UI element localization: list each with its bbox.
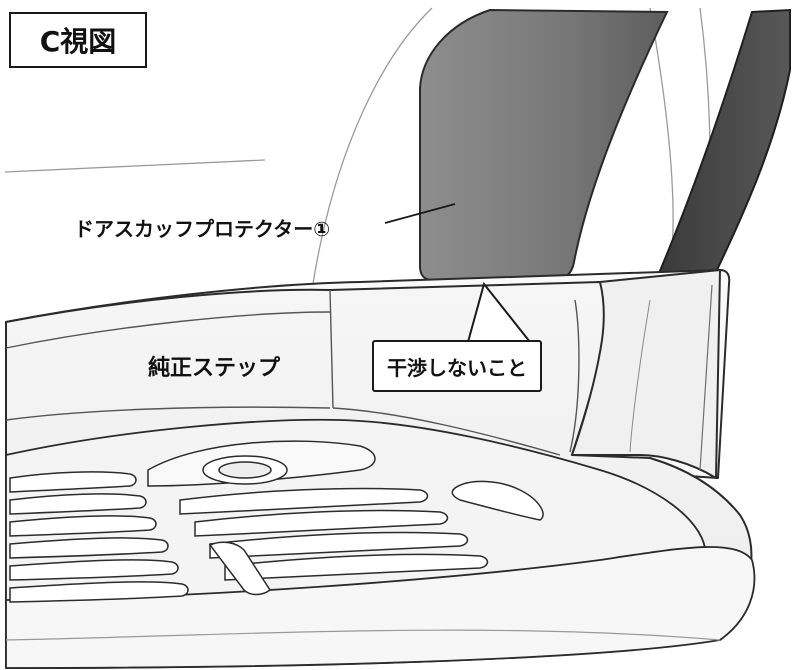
callout-text: 干渉しないこと xyxy=(387,355,527,380)
tread-pads xyxy=(208,480,544,596)
tread-ribs-left xyxy=(9,471,189,603)
weatherstrip xyxy=(655,8,791,280)
step-front-face xyxy=(5,546,756,669)
step-side-panel xyxy=(571,269,721,479)
step-inner-lines xyxy=(5,289,580,456)
tread-ribs-center xyxy=(147,440,489,581)
interference-callout: 干渉しないこと xyxy=(372,340,542,392)
view-label-text: C視図 xyxy=(39,25,117,58)
door-scuff-protector xyxy=(419,8,669,282)
part-label: ドアスカッフプロテクター① xyxy=(74,217,331,241)
step-label: 純正ステップ xyxy=(148,356,281,381)
part-leader-line xyxy=(384,203,456,224)
view-label: C視図 xyxy=(9,12,147,68)
